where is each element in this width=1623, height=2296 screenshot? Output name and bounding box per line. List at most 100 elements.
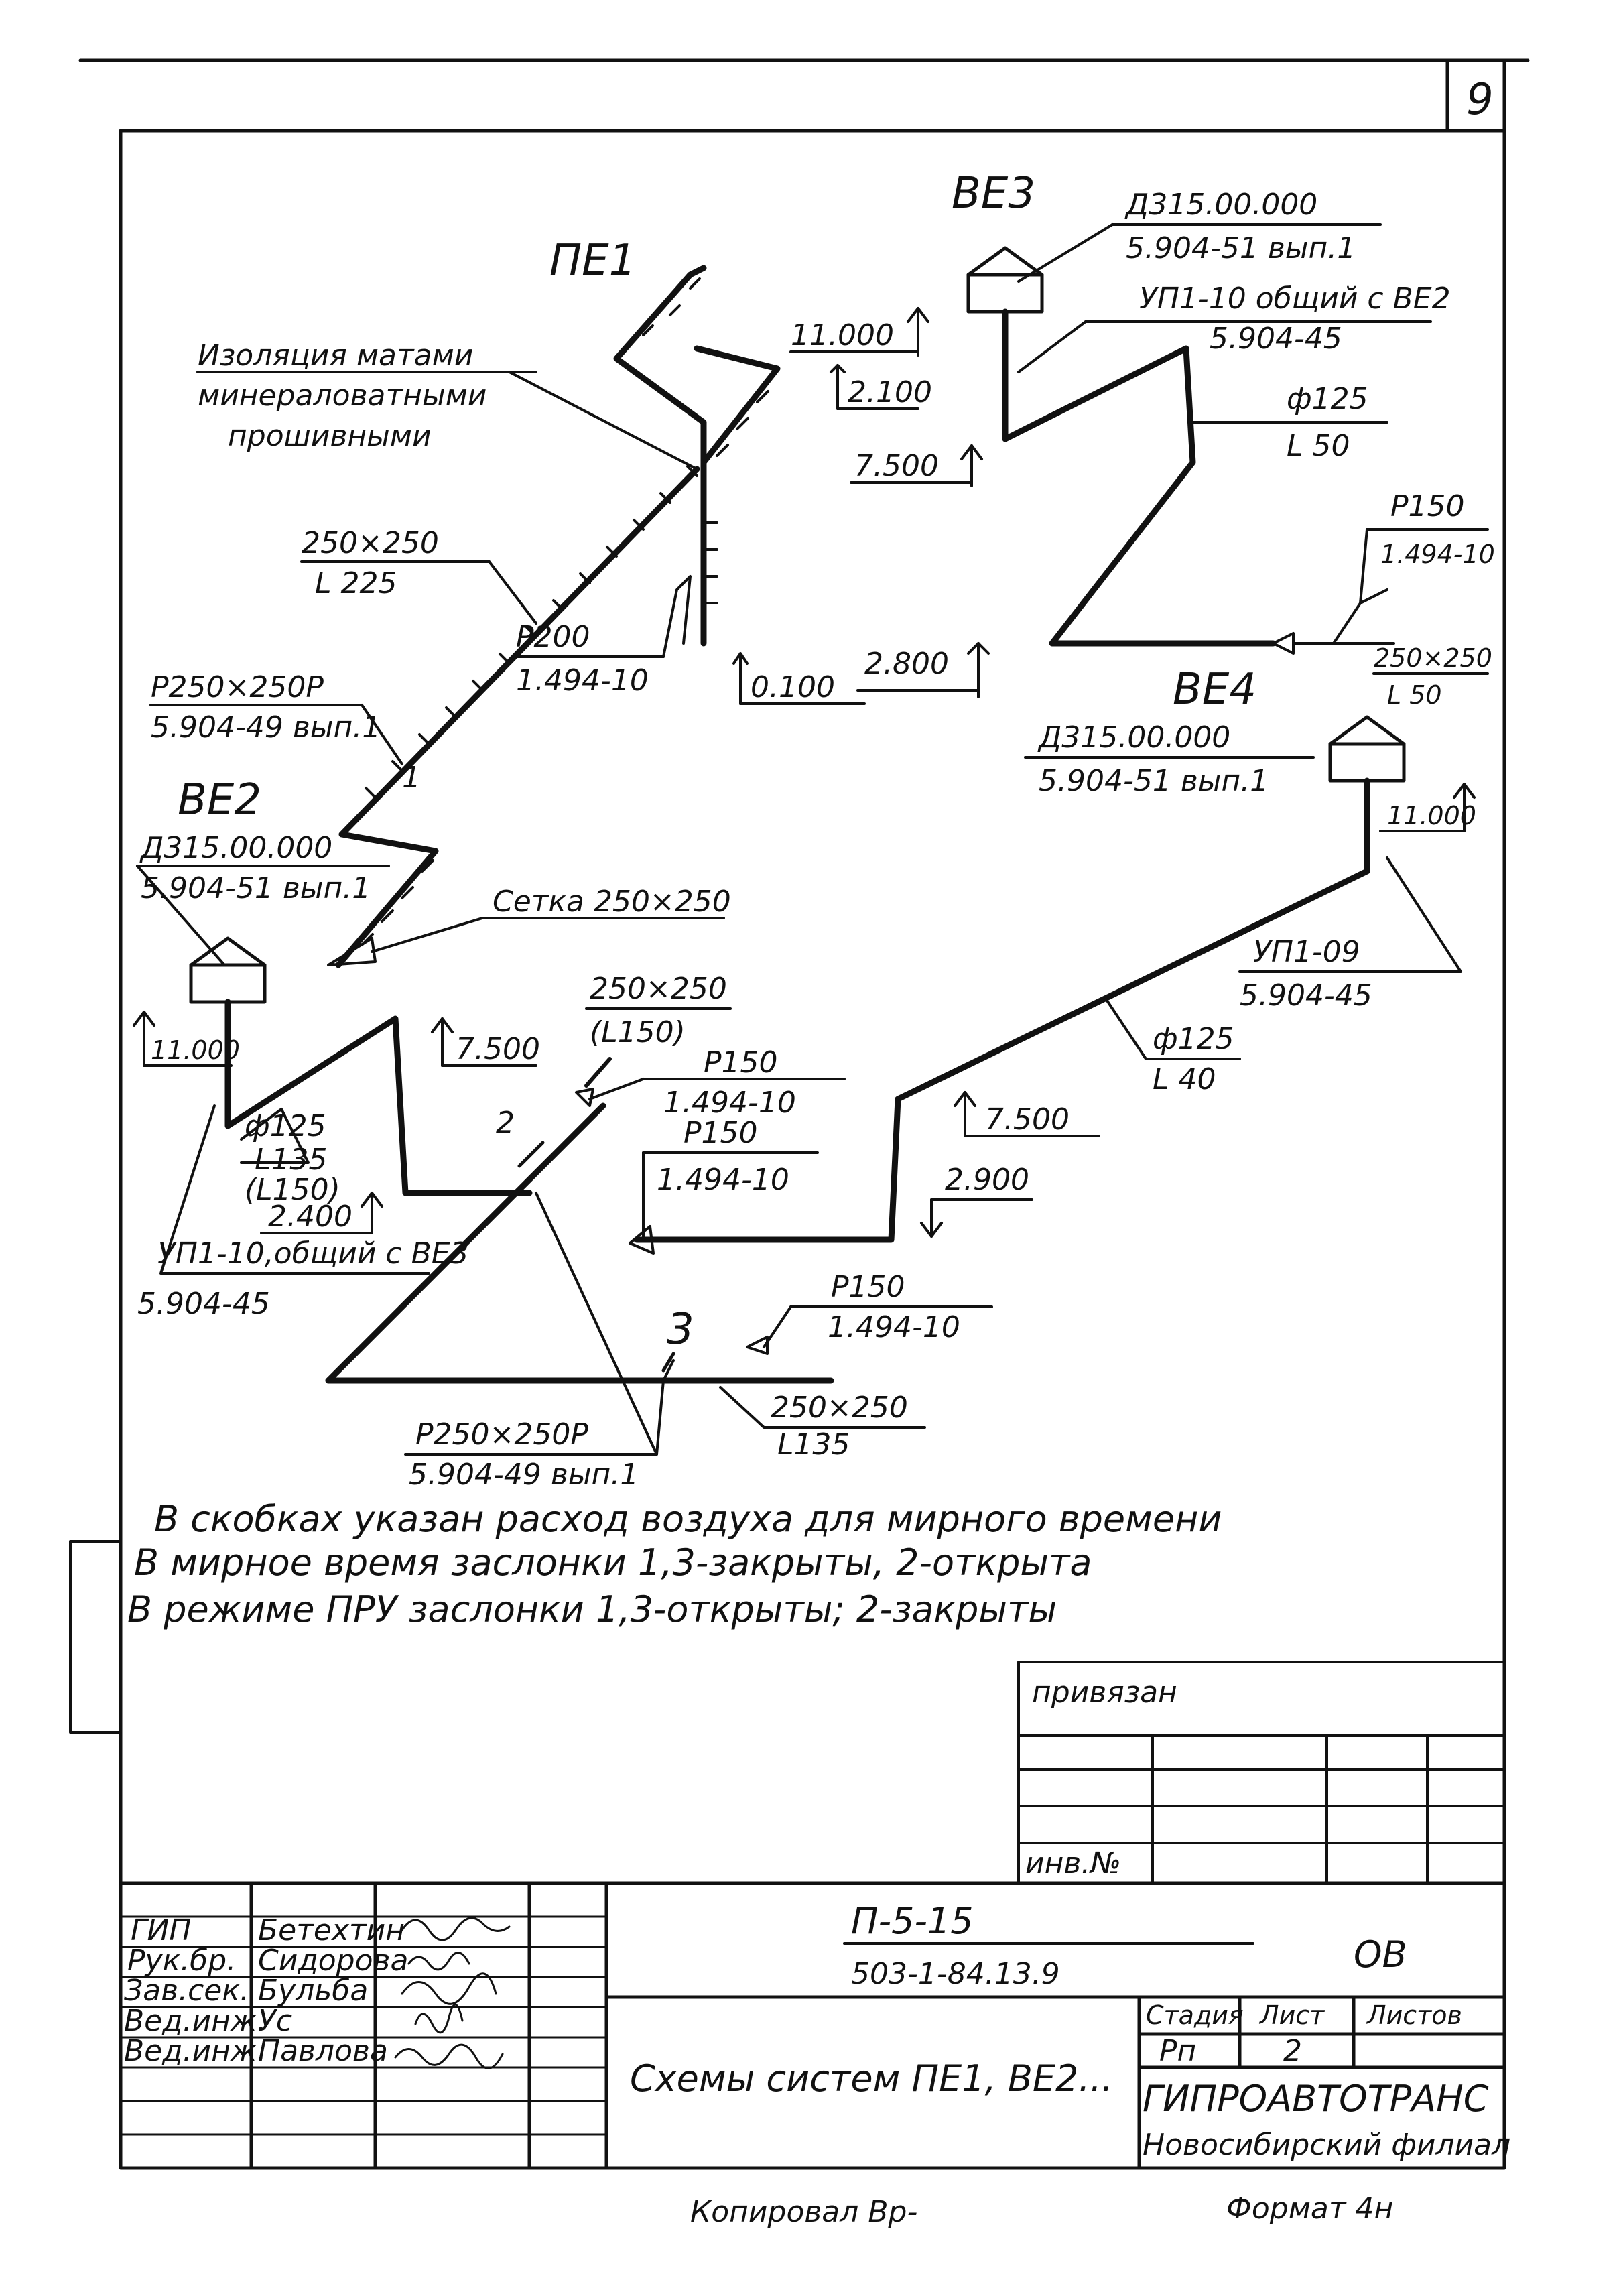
ve2-valve3-type: Р150 (831, 1270, 905, 1304)
ve4-duct-dia: ф125 (1153, 1022, 1234, 1056)
pe1-duct-size: 250×250 (302, 526, 439, 560)
note-1: В скобках указан расход воздуха для мирн… (154, 1498, 1222, 1540)
bottom-damper-series: 5.904-49 вып.1 (409, 1458, 639, 1492)
sheets-header: Листов (1366, 2000, 1462, 2030)
ve3-fan (966, 246, 1044, 314)
ve2-fan-type: Д315.00.000 (139, 831, 332, 865)
ve2-grille-flow: (L150) (590, 1015, 686, 1049)
level-0100-mark (732, 652, 866, 705)
ve4-valve (629, 1151, 819, 1255)
title-block-rows (119, 1915, 608, 2136)
ve3-duct-length: L 50 (1287, 429, 1350, 463)
ve2-duct (224, 999, 834, 1384)
pe1-valve-series: 1.494-10 (516, 663, 649, 698)
ve2-net (327, 917, 725, 966)
bottom-grille-length: L135 (777, 1427, 850, 1462)
ve2-valve2-type: Р150 (684, 1116, 758, 1150)
name-2: Бульба (258, 1974, 368, 2008)
ve3-title: ВЕ3 (952, 169, 1035, 218)
role-1: Рук.бр. (127, 1943, 236, 1978)
level-2400: 2.400 (268, 1200, 352, 1234)
insulation-line-1: Изоляция матами (198, 338, 473, 373)
ve3-up-type: УП1-10 общий с ВЕ2 (1139, 281, 1451, 316)
ve2-level-marks (133, 1011, 537, 1234)
ve2-up-type: УП1-10,общий с ВЕ3 (157, 1236, 469, 1271)
damper-mark-1: 1 (402, 761, 421, 795)
name-3: Ус (258, 2004, 292, 2038)
ve4-duct-length: L 40 (1153, 1062, 1216, 1096)
drawing-title: Схемы систем ПЕ1, ВЕ2... (630, 2057, 1113, 2100)
pe1-damper-series: 5.904-49 вып.1 (151, 710, 381, 745)
note-3: В режиме ПРУ заслонки 1,3-открыты; 2-зак… (127, 1588, 1057, 1631)
insulation-line-2: минераловатными (198, 379, 486, 413)
level-11000-ve4: 11.000 (1387, 801, 1476, 830)
ve4-fan-type: Д315.00.000 (1037, 720, 1230, 755)
ve2-net-label: Сетка 250×250 (493, 885, 731, 919)
ve4-level-marks-2 (920, 1091, 1100, 1238)
pe1-damper-type: Р250×250Р (151, 670, 324, 704)
level-7500-ve3: 7.500 (854, 449, 939, 483)
ve3-up-series: 5.904-45 (1210, 322, 1342, 356)
doc-code-1: П-5-15 (851, 1900, 974, 1942)
sheet-value: 2 (1283, 2034, 1302, 2068)
ve4-level-mark (1379, 783, 1476, 832)
ve4-fan-series: 5.904-51 вып.1 (1039, 764, 1269, 798)
ve2-grille-size: 250×250 (590, 972, 727, 1006)
pe1-insulation-hatch (361, 277, 769, 946)
ve2-duct-dia: ф125 (245, 1109, 326, 1143)
level-0100: 0.100 (751, 670, 835, 704)
signatures (394, 1917, 511, 2069)
section-code: ОВ (1354, 1933, 1407, 1976)
ve4-fan (1328, 715, 1406, 783)
sheet-format: Формат 4н (1226, 2191, 1393, 2226)
ve2-valve1-series: 1.494-10 (663, 1086, 796, 1120)
ve3-level-marks (789, 307, 990, 698)
ve2-fan (189, 936, 267, 1004)
ve3-fan-series: 5.904-51 вып.1 (1126, 231, 1356, 265)
org-branch: Новосибирский филиал (1143, 2128, 1510, 2162)
damper-mark-3: 3 (667, 1305, 694, 1354)
ve3-valve-type: Р150 (1390, 489, 1465, 523)
binding-inv: инв.№ (1025, 1846, 1121, 1880)
ve2-title: ВЕ2 (178, 775, 261, 825)
role-0: ГИП (131, 1913, 192, 1948)
ve3-duct-dia: ф125 (1287, 382, 1368, 416)
ve2-valve2-series: 1.494-10 (657, 1163, 789, 1197)
insulation-line-3: прошивными (228, 419, 432, 453)
sheet-frame (69, 58, 1530, 2170)
ve4-duct (633, 777, 1370, 1243)
note-2: В мирное время заслонки 1,3-закрыты, 2-о… (134, 1541, 1092, 1584)
level-2900: 2.900 (945, 1163, 1029, 1197)
ve3-valve-series: 1.494-10 (1380, 539, 1495, 569)
pe1-title: ПЕ1 (549, 236, 636, 285)
role-4: Вед.инж. (124, 2034, 267, 2068)
org-name: ГИПРОАВТОТРАНС (1143, 2078, 1489, 2120)
ve2-duct-length: L135 (255, 1143, 328, 1177)
damper-mark-2: 2 (496, 1106, 515, 1140)
ve2-valve3-series: 1.494-10 (828, 1310, 960, 1344)
doc-code-2: 503-1-84.13.9 (851, 1957, 1060, 1991)
sheet-header: Лист (1258, 2000, 1325, 2030)
stage-value: Рп (1159, 2034, 1196, 2068)
ve4-title: ВЕ4 (1173, 665, 1256, 714)
sheet-number: 9 (1466, 75, 1494, 125)
ve2-fan-series: 5.904-51 вып.1 (141, 871, 371, 905)
ve3-grille-size: 250×250 (1374, 643, 1492, 673)
ve4-up-series: 5.904-45 (1240, 978, 1372, 1013)
bottom-damper-type: Р250×250Р (415, 1417, 588, 1452)
level-11000-ve3: 11.000 (791, 318, 894, 353)
ve2-valve1-type: Р150 (704, 1045, 778, 1080)
binding-stamp (1017, 1661, 1506, 1885)
ve2-duct-flow: (L150) (245, 1173, 340, 1207)
name-1: Сидорова (258, 1943, 408, 1978)
binding-title: привязан (1032, 1675, 1177, 1710)
name-4: Павлова (258, 2034, 388, 2068)
ve3-duct (1002, 308, 1277, 647)
level-7500-ve2: 7.500 (456, 1032, 540, 1066)
copied-by: Копировал Вр- (690, 2195, 917, 2229)
ve2-up-series: 5.904-45 (137, 1287, 270, 1321)
ve3-grille-length: L 50 (1387, 680, 1442, 710)
level-11000-ve2: 11.000 (151, 1035, 240, 1065)
pe1-duct-length: L 225 (315, 566, 397, 600)
